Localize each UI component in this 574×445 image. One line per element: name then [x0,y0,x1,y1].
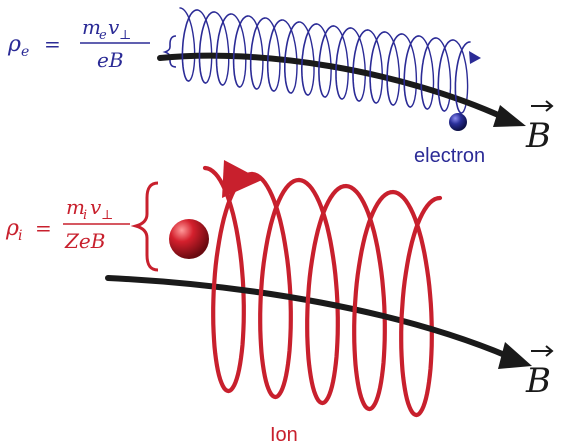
electron-helix-loop-segment [454,41,471,114]
electron-rho-subscript: e [21,44,29,60]
electron-helix-loop-segment [403,35,420,108]
electron-direction-arrow-icon [469,51,481,64]
ion-equals: = [35,216,52,240]
field-label-bottom: B [525,345,554,401]
electron-particle [449,113,467,131]
electron-helix-loop-segment [280,19,298,94]
ion-velocity: v [90,195,102,219]
ion-helix-loop-segment [296,177,340,406]
ion-helix-loop-segment [305,184,346,406]
electron-label: electron [414,145,485,167]
electron-helix-loop-segment [284,21,300,94]
ion-mass-subscript: i [83,208,87,223]
ion-helix-loop-segment [341,183,387,412]
electron-helix-loop-segment [418,35,435,110]
electron-helix-loop-segment [369,31,386,104]
ion-helix-loop-segment [249,171,293,400]
vector-arrow-bottom-icon [531,345,554,357]
field-line-bottom [105,275,515,361]
electron-rho: ρ [7,32,21,57]
electron-helix-loop-segment [401,33,418,108]
electron-helix-loop-segment [386,33,403,106]
ion-label: Ion [270,424,298,445]
electron-helix-loop-segment [215,13,231,86]
ion-helix-loop-segment [399,196,440,418]
ion-formula: ρ i = m i v ⊥ ZeB [5,195,130,253]
electron-helix-loop-segment [332,25,349,100]
electron-helix-loop-segment [246,15,264,90]
electron-helix-loop-segment [249,17,266,90]
ion-rho-subscript: i [18,228,22,244]
field-arrowhead-bottom [498,342,532,369]
electron-equals: = [44,32,61,56]
ion-helix-loop-segment [352,190,393,412]
ion-helix-front [211,171,440,418]
electron-radius-brace [162,35,177,68]
electron-perp-symbol: ⊥ [119,28,131,43]
ion-mass: m [66,195,85,219]
electron-helix-loop-segment [420,37,437,110]
electron-denominator: eB [97,48,124,72]
electron-helix-loop-segment [315,23,332,98]
electron-velocity: v [108,15,120,39]
electron-helix-loop-segment [297,21,315,96]
field-symbol-top: B [525,116,551,156]
electron-helix-loop-segment [232,15,248,88]
electron-helix-loop-segment [301,23,318,96]
field-label-top: B [525,100,554,156]
ion-helix-loop-segment [388,189,434,418]
vector-arrow-top-icon [531,100,554,112]
electron-helix-loop-segment [452,39,469,114]
ion-radius-brace [130,181,159,272]
field-arrowhead-top [493,105,526,127]
electron-helix-loop-segment [366,29,383,104]
electron-helix-loop-segment [179,7,196,82]
electron-helix-loop-segment [213,11,230,86]
ion-helix-back [202,165,443,418]
field-symbol-bottom: B [525,361,551,401]
ion-helix-loop-segment [202,165,246,394]
field-line-top [157,52,508,121]
electron-helix-loop-segment [229,13,247,88]
electron-helix-loop-segment [352,29,369,102]
electron-helix-loop-segment [335,27,352,100]
electron-helix-loop-segment [384,31,400,106]
ion-particle [169,219,209,259]
electron-helix-loop-segment [198,11,215,84]
electron-helix-loop-segment [318,25,335,98]
electron-helix-loop-segment [196,9,213,84]
electron-helix-loop-segment [435,37,452,112]
ion-helix-loop-segment [258,177,302,400]
electron-mass-subscript: e [99,28,107,43]
electron-mass: m [82,15,101,39]
ion-perp-symbol: ⊥ [101,208,113,223]
ion-direction-arrow-icon [222,160,262,198]
ion-rho: ρ [5,216,19,241]
electron-helix-front [181,9,471,114]
electron-helix-loop-segment [181,9,198,82]
electron-helix-loop-segment [263,17,281,92]
electron-helix-loop-segment [266,19,283,92]
electron-formula: ρ e = m e v ⊥ eB [7,15,150,72]
electron-helix-back [179,7,469,114]
electron-helix-loop-segment [349,27,366,102]
ion-denominator: ZeB [64,229,105,253]
electron-helix-loop-segment [437,39,454,112]
